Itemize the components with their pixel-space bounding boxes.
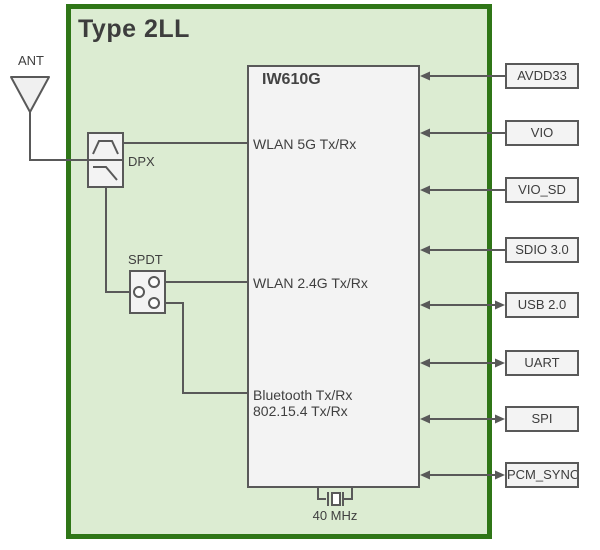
module-title: Type 2LL bbox=[78, 15, 190, 43]
chip-port-bluetooth-label: Bluetooth Tx/Rx 802.15.4 Tx/Rx bbox=[253, 387, 352, 419]
io-box-vio: VIO bbox=[505, 120, 579, 146]
arrowhead-right-icon bbox=[495, 414, 505, 424]
antenna-label: ANT bbox=[18, 53, 44, 68]
diplexer-block bbox=[87, 132, 124, 188]
io-box-spi: SPI bbox=[505, 406, 579, 432]
diplexer-label: DPX bbox=[128, 154, 155, 169]
arrowhead-right-icon bbox=[495, 300, 505, 310]
io-box-avdd33: AVDD33 bbox=[505, 63, 579, 89]
chip-port-wlan24g-label: WLAN 2.4G Tx/Rx bbox=[253, 275, 368, 291]
io-box-sdio: SDIO 3.0 bbox=[505, 237, 579, 263]
io-box-uart: UART bbox=[505, 350, 579, 376]
arrowhead-right-icon bbox=[495, 470, 505, 480]
arrowhead-right-icon bbox=[495, 358, 505, 368]
bluetooth-line: Bluetooth Tx/Rx bbox=[253, 387, 353, 403]
io-box-vio-sd: VIO_SD bbox=[505, 177, 579, 203]
io-box-usb: USB 2.0 bbox=[505, 292, 579, 318]
spdt-switch-block bbox=[129, 270, 166, 314]
spdt-label: SPDT bbox=[128, 252, 163, 267]
chip-title: IW610G bbox=[262, 71, 321, 88]
crystal-label: 40 MHz bbox=[312, 508, 358, 523]
chip-block bbox=[247, 65, 420, 488]
ieee802154-line: 802.15.4 Tx/Rx bbox=[253, 403, 348, 419]
io-box-pcm-sync: PCM_SYNC bbox=[505, 462, 579, 488]
chip-port-wlan5g-label: WLAN 5G Tx/Rx bbox=[253, 136, 357, 152]
